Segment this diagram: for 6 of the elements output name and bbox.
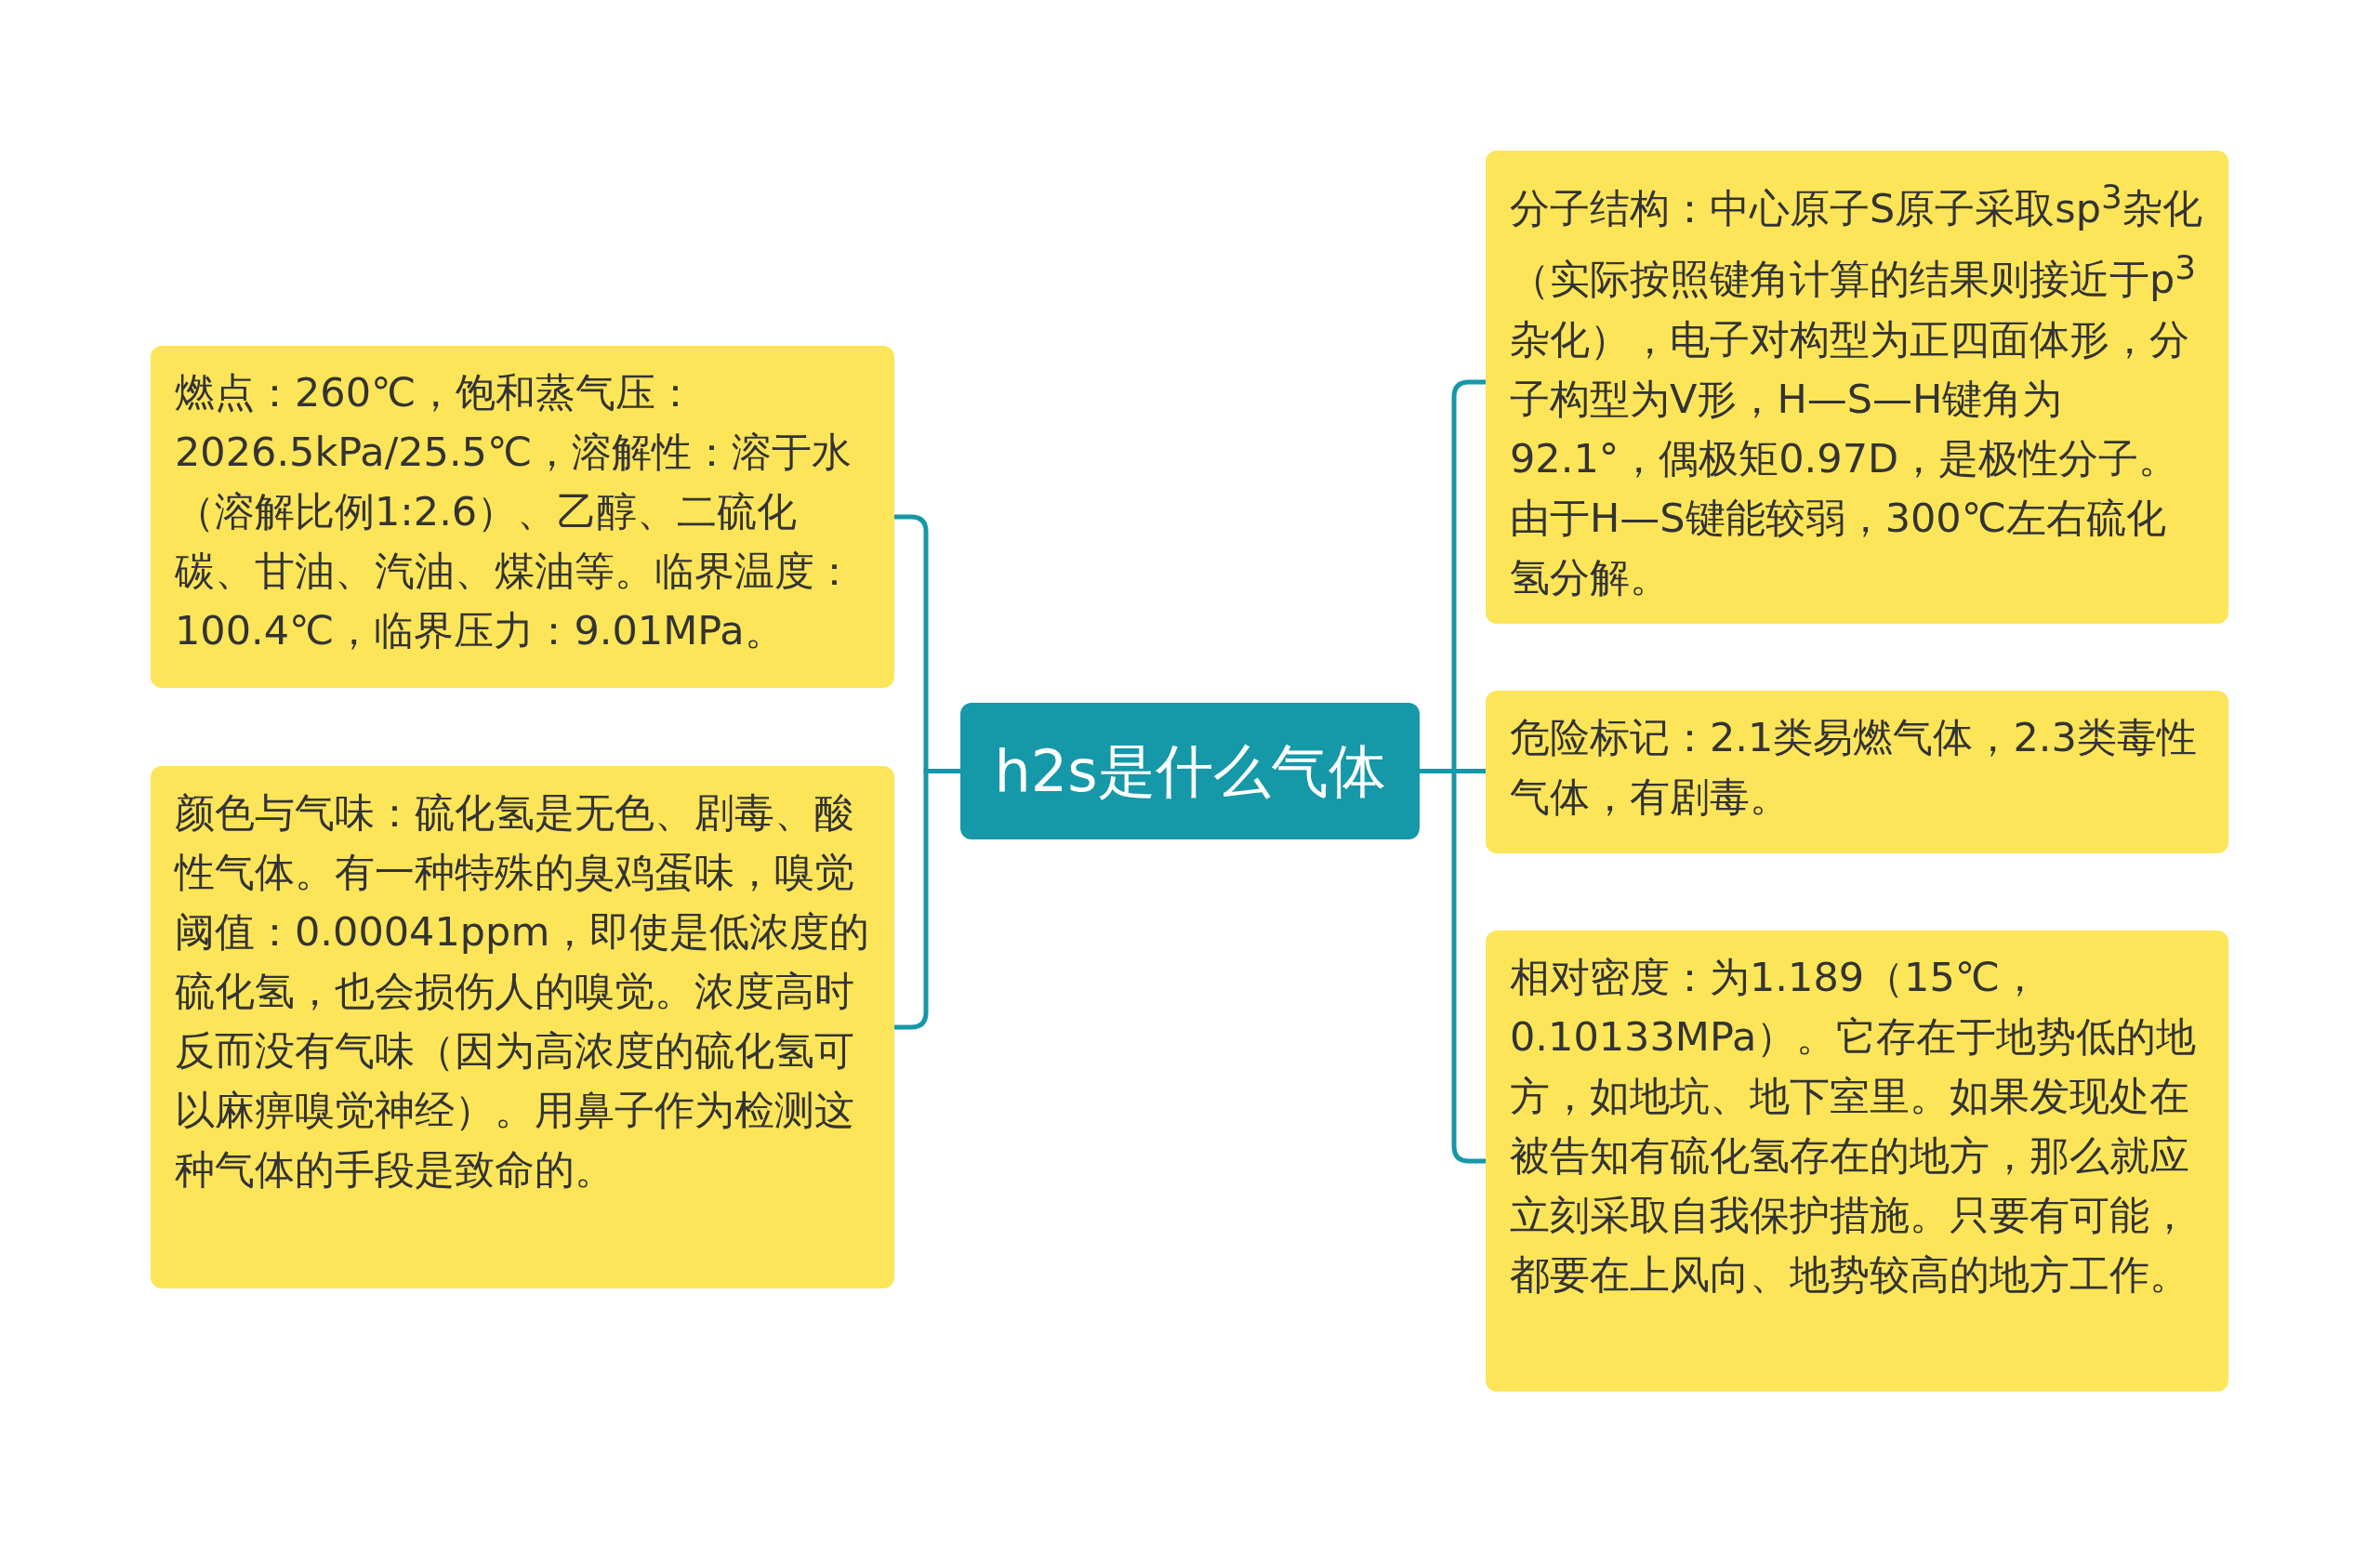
note-box: 相对密度：为1.189（15℃，0.10133MPa）。它存在于地势低的地方，如地坑、地下室里。如果发现处在被告知有硫化氢存在的地方，那么就应立刻采取自我保护措施。只要有可能，都要在上风向、地势较高的地方工作。 <box>1486 931 2228 1392</box>
note-box: 颜色与气味：硫化氢是无色、剧毒、酸性气体。有一种特殊的臭鸡蛋味，嗅觉阈值：0.00041ppm，即使是低浓度的硫化氢，也会损伤人的嗅觉。浓度高时反而没有气味（因为高浓度的硫化氢可以麻痹嗅觉神经）。用鼻子作为检测这种气体的手段是致命的。 <box>151 766 894 1288</box>
note-box: 分子结构：中心原子S原子采取sp$^{3}$杂化（实际按照键角计算的结果则接近于p$^{3}$杂化），电子对构型为正四面体形，分子构型为V形，H—S—H键角为92.1°，偶极矩0.97D，是极性分子。由于H—S键能较弱，300℃左右硫化氢分解。 <box>1486 151 2228 624</box>
topic-box: h2s是什么气体 <box>960 703 1420 839</box>
note-box: 燃点：260℃，饱和蒸气压：2026.5kPa/25.5℃，溶解性：溶于水（溶解比例1:2.6）、乙醇、二硫化碳、甘油、汽油、煤油等。临界温度：100.4℃，临界压力：9.01MPa。 <box>151 346 894 688</box>
note-box: 危险标记：2.1类易燃气体，2.3类毒性气体，有剧毒。 <box>1486 691 2228 853</box>
